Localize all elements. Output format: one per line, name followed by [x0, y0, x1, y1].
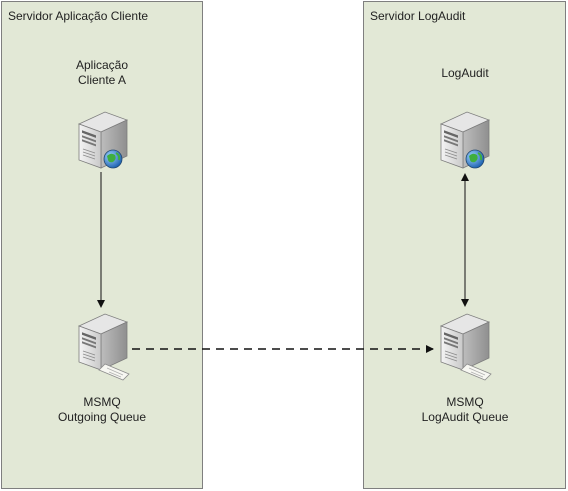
web-server-icon [440, 111, 490, 169]
queue-server-icon [440, 313, 492, 381]
node-label-logaudit-queue: MSMQ LogAudit Queue [405, 395, 525, 425]
node-label-line: Outgoing Queue [57, 410, 147, 424]
zone-title: Servidor Aplicação Cliente [8, 9, 149, 23]
node-label-line: MSMQ [446, 395, 484, 409]
node-label-line: LogAudit Queue [421, 410, 509, 424]
queue-server-icon [78, 313, 130, 381]
node-label-line: MSMQ [83, 395, 121, 409]
node-label-app-client: Aplicação Cliente A [52, 58, 152, 88]
node-label-logaudit: LogAudit [415, 66, 515, 81]
zone-servidor-aplicacao-cliente: Servidor Aplicação Cliente [1, 1, 203, 489]
node-label-outgoing-queue: MSMQ Outgoing Queue [42, 395, 162, 425]
node-label-line: Cliente A [77, 73, 127, 87]
zone-title: Servidor LogAudit [370, 9, 466, 23]
node-label-line: Aplicação [75, 58, 129, 72]
node-label-line: LogAudit [441, 66, 489, 80]
web-server-icon [78, 111, 128, 169]
zone-servidor-logaudit: Servidor LogAudit [363, 1, 566, 489]
